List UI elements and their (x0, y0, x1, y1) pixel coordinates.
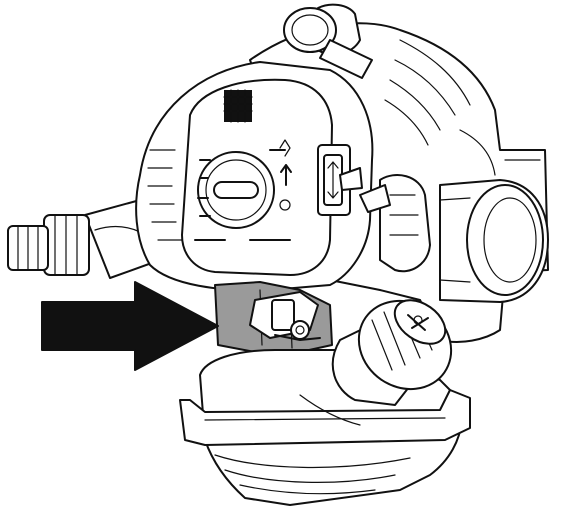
linkage (359, 174, 431, 273)
switch-panel (317, 144, 363, 216)
pointer-arrow (41, 281, 219, 371)
starter-cover (181, 78, 333, 276)
top-cap (283, 3, 373, 79)
fuel-cap (331, 299, 453, 406)
bracket-hardware (249, 291, 321, 341)
cylinder-housing (439, 179, 549, 303)
